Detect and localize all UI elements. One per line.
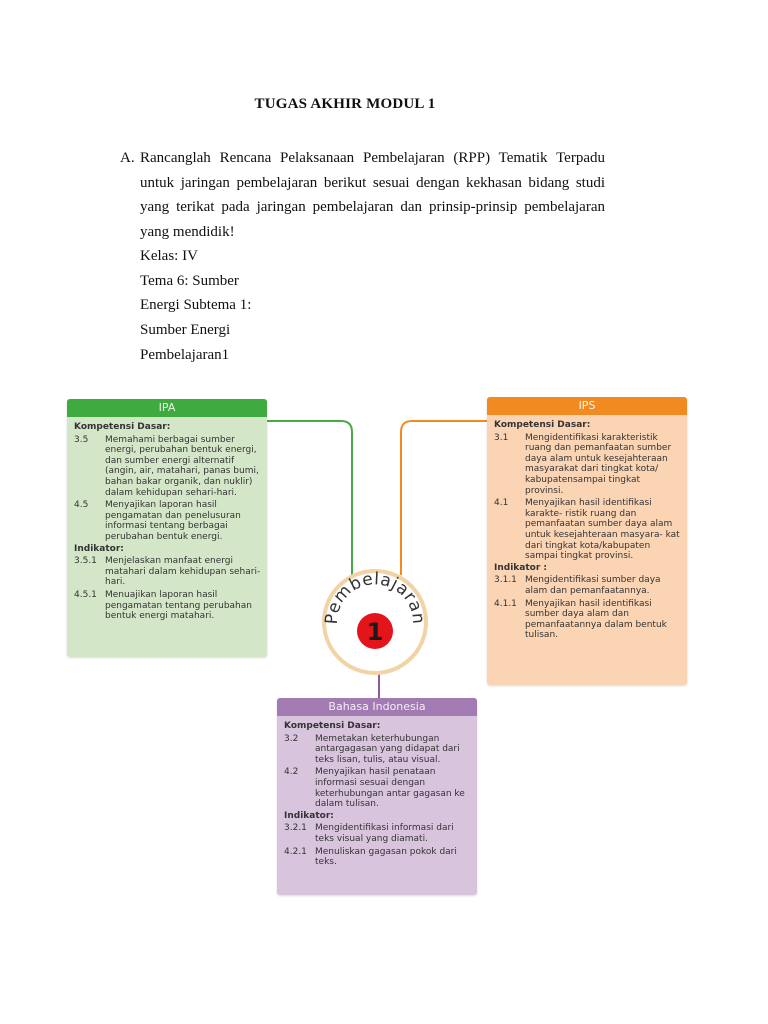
bahasa-indonesia-title: Bahasa Indonesia [277,698,477,716]
ipa-title: IPA [67,399,267,417]
item-text: Memetakan keterhubungan antargagasan yan… [315,733,460,765]
bahasa-kd-item: 4.2 Menyajikan hasil penataan informasi … [284,767,471,809]
bahasa-indonesia-box: Bahasa Indonesia Kompetensi Dasar: 3.2 M… [277,698,477,895]
bahasa-indicator-item: 3.2.1 Mengidentifikasi informasi dari te… [284,823,471,844]
item-text: Menyajikan laporan hasil pengamatan dan … [105,500,241,542]
task-line: yang terikat pada jaringan pembelajaran … [140,199,605,216]
item-text: Memahami berbagai sumber energi, perubah… [105,434,259,498]
task-marker: A. [120,150,135,166]
task-line: yang mendidik! [140,224,235,241]
ipa-box: IPA Kompetensi Dasar: 3.5 Memahami berba… [67,399,267,657]
item-text: Menyajikan hasil identifikasi karakte- r… [525,498,680,562]
item-code: 3.1.1 [494,575,517,586]
item-text: Menjelaskan manfaat energi matahari dala… [105,556,261,588]
ipa-indicator-item: 3.5.1 Menjelaskan manfaat energi matahar… [74,556,261,588]
item-code: 4.5.1 [74,589,97,600]
lesson-line: Pembelajaran1 [140,346,230,363]
task-paragraph: A. Rancanglah Rencana Pelaksanaan Pembel… [120,146,605,245]
bahasa-indicator-item: 4.2.1 Menuliskan gagasan pokok dari teks… [284,847,471,868]
ips-indicator-heading: Indikator : [494,562,547,573]
item-text: Mengidentifikasi sumber daya alam dan pe… [525,575,661,596]
item-text: Menuajikan laporan hasil pengamatan tent… [105,589,252,622]
ipa-kd-item: 3.5 Memahami berbagai sumber energi, per… [74,435,261,499]
ipa-indicator-item: 4.5.1 Menuajikan laporan hasil pengamata… [74,590,261,622]
ips-kd-item: 3.1 Mengidentifikasi karakteristik ruang… [494,433,681,497]
item-code: 4.1.1 [494,598,517,609]
badge-dot [357,613,393,649]
pembelajaran-badge: Pembelajaran 1 [322,569,428,675]
item-code: 4.5 [74,500,89,511]
ips-title: IPS [487,397,687,415]
item-text: Mengidentifikasi karakteristik ruang dan… [525,432,672,496]
ips-kd-item: 4.1 Menyajikan hasil identifikasi karakt… [494,498,681,562]
ips-kd-heading: Kompetensi Dasar: [494,420,591,430]
item-code: 3.5 [74,434,89,445]
bahasa-kd-heading: Kompetensi Dasar: [284,721,381,731]
badge-number: 1 [367,618,384,646]
ips-indicator-item: 4.1.1 Menyajikan hasil identifikasi sumb… [494,599,681,641]
item-code: 4.2 [284,767,299,778]
ips-indicator-item: 3.1.1 Mengidentifikasi sumber daya alam … [494,575,681,596]
ipa-kd-item: 4.5 Menyajikan laporan hasil pengamatan … [74,500,261,542]
item-code: 3.1 [494,432,509,443]
item-code: 3.2 [284,733,299,744]
subtheme-name-line: Sumber Energi [140,322,231,339]
item-code: 3.2.1 [284,823,307,834]
theme-line: Tema 6: Sumber [140,272,239,289]
ipa-kd-heading: Kompetensi Dasar: [74,422,171,432]
item-text: Menuliskan gagasan pokok dari teks. [315,846,457,868]
subtheme-line: Energi Subtema 1: [140,297,252,314]
ips-box: IPS Kompetensi Dasar: 3.1 Mengidentifika… [487,397,687,685]
document-title: TUGAS AKHIR MODUL 1 [254,96,436,112]
bahasa-indicator-heading: Indikator: [284,810,334,821]
ipa-connector [267,420,353,575]
task-line: Rancanglah Rencana Pelaksanaan Pembelaja… [140,150,605,166]
ipa-indicator-heading: Indikator: [74,543,124,554]
item-code: 4.2.1 [284,846,307,857]
item-text: Menyajikan hasil penataan informasi sesu… [315,767,465,810]
bahasa-kd-item: 3.2 Memetakan keterhubungan antargagasan… [284,734,471,766]
class-line: Kelas: IV [140,248,198,264]
item-text: Menyajikan hasil identifikasi sumber day… [525,598,667,641]
item-code: 3.5.1 [74,556,97,567]
lesson-info: Kelas: IV Tema 6: Sumber Energi Subtema … [140,244,251,368]
item-code: 4.1 [494,498,509,509]
task-line: untuk jaringan pembelajaran berikut sesu… [140,174,605,191]
item-text: Mengidentifikasi informasi dari teks vis… [315,823,454,844]
ips-connector [400,420,487,575]
